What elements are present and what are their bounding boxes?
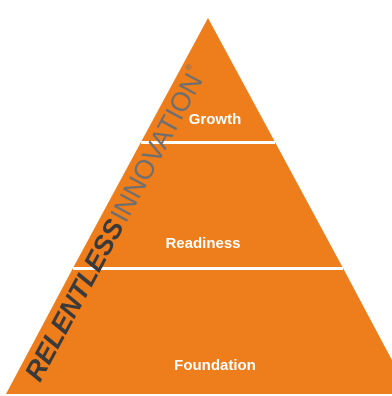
tier-label-readiness: Readiness	[165, 235, 240, 252]
tier-readiness-shape	[73, 142, 343, 268]
tier-label-growth: Growth	[189, 111, 242, 128]
tier-foundation-shape	[6, 268, 392, 394]
tier-label-foundation: Foundation	[174, 357, 256, 374]
tier-growth-shape	[141, 18, 275, 142]
registered-mark: ®	[183, 62, 195, 73]
